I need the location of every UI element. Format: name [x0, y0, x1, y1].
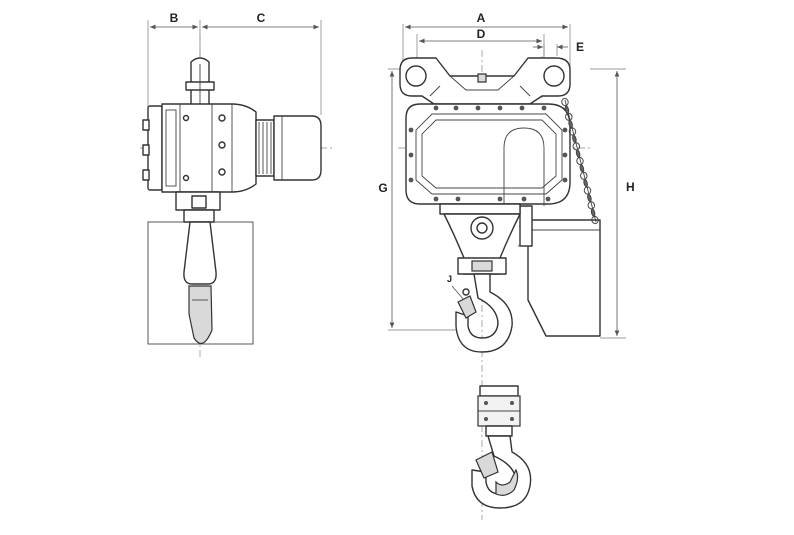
dimension-label-c: C [257, 11, 266, 25]
side-hook-shank [183, 221, 217, 285]
detail-hook-latch [475, 451, 499, 479]
bolt-b4 [521, 196, 527, 202]
control-box-bracket [519, 205, 533, 247]
bolt-l1 [408, 127, 414, 133]
bolt-b5 [545, 196, 551, 202]
chain-link [561, 97, 569, 107]
detail-bolt-2 [510, 401, 514, 405]
bolt-r1 [562, 127, 568, 133]
end-cover-tab-3 [142, 169, 150, 181]
front-inner-panel [415, 113, 563, 195]
dimension-label-j: J [447, 274, 452, 284]
bolt-b1 [433, 196, 439, 202]
hook-nut [471, 260, 493, 272]
chain-link [591, 215, 599, 225]
detail-top-plate [479, 385, 519, 397]
front-main-housing [405, 103, 571, 205]
right-suspension-hole [543, 65, 565, 87]
chain-link [590, 208, 596, 217]
housing-bolts [408, 105, 568, 202]
chain-link [575, 149, 581, 158]
bolt-l2 [408, 152, 414, 158]
chain-link [572, 134, 577, 143]
side-bolt-4 [182, 114, 190, 122]
dimension-label-d: D [477, 27, 486, 41]
side-main-body [161, 103, 257, 193]
bolt-t1 [433, 105, 439, 111]
body-rib [165, 109, 177, 187]
bolt-t2 [453, 105, 459, 111]
plate-gusset-lines [429, 85, 531, 97]
dimension-line-j [451, 285, 465, 301]
side-view: B C [140, 11, 332, 360]
lower-block-pin [191, 195, 207, 209]
end-cover-tab-2 [142, 144, 150, 156]
bolt-r3 [562, 177, 568, 183]
bolt-t6 [541, 105, 547, 111]
bolt-r2 [562, 152, 568, 158]
front-bottom-frame [439, 203, 521, 215]
hook-safety-latch [457, 295, 477, 319]
detail-hook-shade [495, 468, 519, 496]
latch-pivot [462, 288, 470, 296]
chain-link [587, 193, 592, 202]
front-sheave-hub [476, 222, 488, 234]
dimension-label-h: H [626, 180, 635, 194]
dimension-label-g: G [378, 181, 387, 195]
left-suspension-hole [405, 65, 427, 87]
bolt-b2 [455, 196, 461, 202]
detail-bolt-4 [510, 417, 514, 421]
chain-link [583, 179, 588, 188]
side-hook-block [183, 209, 215, 223]
motor-cooling-fins [255, 119, 275, 177]
bolt-b3 [497, 196, 503, 202]
bolt-t3 [475, 105, 481, 111]
detail-bolt-3 [484, 417, 488, 421]
chain-links [561, 97, 599, 225]
plate-center-pin [477, 73, 487, 83]
side-bolt-2 [218, 141, 226, 149]
drum-outline [503, 127, 545, 206]
detail-hook-neck [485, 425, 513, 437]
control-box [527, 219, 601, 337]
front-inner-panel-2 [421, 119, 557, 189]
front-main-hook [455, 273, 513, 353]
side-bolt-1 [218, 114, 226, 122]
detail-bolt-1 [484, 401, 488, 405]
side-bolt-3 [218, 168, 226, 176]
plate-inner-edge [449, 75, 515, 91]
dimension-label-e: E [576, 40, 584, 54]
bolt-l3 [408, 177, 414, 183]
dimension-label-b: B [170, 11, 179, 25]
bolt-t4 [497, 105, 503, 111]
front-view: A D E G H [378, 11, 635, 520]
side-motor [273, 115, 322, 181]
bolt-t5 [519, 105, 525, 111]
side-bolt-5 [182, 174, 190, 182]
end-cover-tab-1 [142, 119, 150, 131]
side-end-cover [147, 105, 163, 191]
side-hook-tip [188, 285, 213, 345]
dimension-label-a: A [477, 11, 486, 25]
chain-link [579, 164, 585, 173]
